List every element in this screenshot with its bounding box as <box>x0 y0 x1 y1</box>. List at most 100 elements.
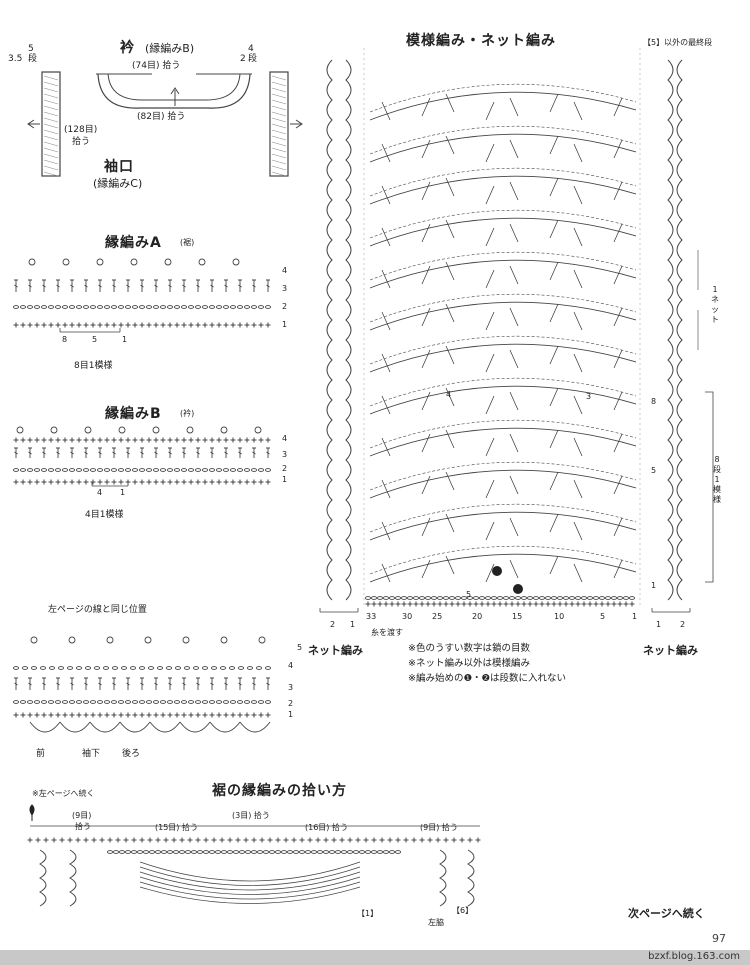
hem-count-9b: (9目) 拾う <box>420 823 458 832</box>
collar-bottom-pick: (82目) 拾う <box>137 112 186 122</box>
edgeA-row3 <box>98 279 102 292</box>
collar-band-hatch <box>43 165 287 171</box>
edgeA-row1 <box>118 322 124 328</box>
edgeC-row3 <box>70 677 74 690</box>
edgeC-row1 <box>167 712 173 718</box>
edgeC-picots <box>220 636 228 644</box>
edgeB-row2 <box>152 468 160 472</box>
pattern-chain-row <box>412 596 420 600</box>
edgeA-row2 <box>236 305 244 309</box>
hem-top-row <box>235 837 241 843</box>
edgeB-row1 <box>48 479 54 485</box>
pattern-note-3: ※編み始めの❶・❷は段数に入れない <box>408 673 566 684</box>
edgeA-row1 <box>34 322 40 328</box>
edgeA-row2 <box>54 305 62 309</box>
edgeC-row1 <box>111 712 117 718</box>
pattern-stitch <box>509 349 519 369</box>
pattern-notes: ※色のうすい数字は鎖の目数 ※ネット編み以外は模様編み ※編み始めの❶・❷は段数… <box>408 641 566 686</box>
hem-chain-row <box>346 850 354 854</box>
edgeB-row1 <box>55 479 61 485</box>
edgeA-row3 <box>70 279 74 292</box>
edgeC-row1 <box>62 712 68 718</box>
edgeC-row-5: 5 <box>297 643 303 652</box>
hem-top-row <box>355 837 361 843</box>
edgeC-row4 <box>120 666 128 670</box>
edgeC-row1 <box>118 712 124 718</box>
edgeA-row1 <box>265 322 271 328</box>
hem-top-row <box>203 837 209 843</box>
edgeA-row1 <box>111 322 117 328</box>
edgeB-row1 <box>139 479 145 485</box>
edgeA-row1 <box>55 322 61 328</box>
pattern-chain-row <box>508 596 516 600</box>
hem-top-row <box>147 837 153 843</box>
footer-url: bzxf.blog.163.com <box>648 951 740 962</box>
edgeC-row2 <box>117 700 125 704</box>
pattern-chain-row <box>556 596 564 600</box>
edgeC-row-4: 4 <box>288 661 294 670</box>
edgeA-row2 <box>201 305 209 309</box>
edgeB-row4 <box>13 437 19 443</box>
edgeC-row2 <box>257 700 265 704</box>
edgeC-picots <box>258 636 266 644</box>
edgeC-row4 <box>102 666 110 670</box>
edgeA-row2 <box>33 305 41 309</box>
edgeB-row1 <box>153 479 159 485</box>
hem-fan-arc <box>139 861 361 882</box>
edgeC-row1 <box>27 712 33 718</box>
hem-chain-row <box>262 850 270 854</box>
edgeA-row2 <box>152 305 160 309</box>
pattern-base-row <box>503 601 509 607</box>
pattern-stitch <box>613 559 623 579</box>
edgeC-row2 <box>236 700 244 704</box>
edgeC-row4 <box>66 666 74 670</box>
pattern-stitch <box>509 181 519 201</box>
edgeB-title: 縁編みB <box>105 406 162 422</box>
pattern-chain-row <box>394 596 402 600</box>
edgeA-row2 <box>159 305 167 309</box>
edgeB-row2 <box>131 468 139 472</box>
pattern-stitch <box>485 521 495 541</box>
edgeA-row1 <box>97 322 103 328</box>
collar-neck-outer <box>97 73 251 109</box>
pattern-base-row <box>539 601 545 607</box>
hem-top-row <box>419 837 425 843</box>
hem-chain-row <box>214 850 222 854</box>
edgeB-row4 <box>97 437 103 443</box>
collar-side-pick: (128目) <box>64 125 98 135</box>
pattern-fan-chain <box>369 167 637 197</box>
edgeB-row4 <box>139 437 145 443</box>
edgeB-row2 <box>33 468 41 472</box>
edgeB-row1 <box>188 479 194 485</box>
inner-num-4: 4 <box>446 390 452 399</box>
edgeB-row-1: 1 <box>282 475 288 484</box>
net-right-count-1: 1 <box>656 620 662 629</box>
edgeC-row-3: 3 <box>288 683 294 692</box>
pattern-stitch <box>613 181 623 201</box>
edgeC-row1 <box>195 712 201 718</box>
edgeB-row2 <box>257 468 265 472</box>
edgeA-row3 <box>126 279 130 292</box>
edgeC-label-underarm: 袖下 <box>82 749 101 759</box>
pattern-chain-row <box>364 596 372 600</box>
hem-top-row <box>267 837 273 843</box>
collar-right-rows: 2 <box>240 54 246 64</box>
pattern-fan-arc <box>369 343 637 373</box>
edgeA-row2 <box>40 305 48 309</box>
pattern-mark-1: 1 <box>651 581 657 590</box>
edgeC-row1 <box>69 712 75 718</box>
start-marker-2 <box>492 566 502 576</box>
pattern-chain-row <box>526 596 534 600</box>
pattern-base-row <box>563 601 569 607</box>
edgeB-row2 <box>187 468 195 472</box>
pattern-stitch <box>485 143 495 163</box>
edgeB-row2 <box>236 468 244 472</box>
edgeC-row2 <box>159 700 167 704</box>
edgeA-row-4: 4 <box>282 266 288 275</box>
edgeA-row3 <box>252 279 256 292</box>
edgeA-row1 <box>20 322 26 328</box>
pattern-chain-row <box>616 596 624 600</box>
hem-fan-arc <box>139 871 361 891</box>
edgeA-row1 <box>251 322 257 328</box>
collar-band-hatch <box>43 111 287 117</box>
